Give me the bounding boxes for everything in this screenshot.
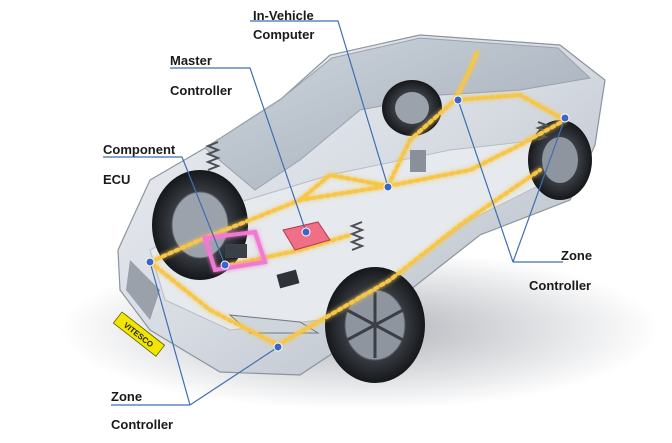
spring-front-right bbox=[349, 221, 365, 251]
label-in-vehicle-computer-line1: In-Vehicle bbox=[253, 8, 314, 23]
label-master-controller: Master Controller bbox=[170, 54, 232, 97]
wheel-front-right bbox=[325, 267, 425, 383]
node-zone-rear-left bbox=[453, 95, 463, 105]
leader-master-controller bbox=[170, 67, 307, 233]
label-in-vehicle-computer: In-Vehicle Computer bbox=[253, 9, 314, 41]
windshield-roof-glass bbox=[204, 37, 592, 191]
label-zone-controller-left-line1: Zone bbox=[111, 389, 143, 404]
node-master-controller bbox=[301, 227, 311, 237]
network-line-right bbox=[276, 168, 542, 347]
label-component-ecu: Component ECU bbox=[103, 143, 175, 186]
wheel-rear-left bbox=[382, 80, 442, 136]
network-line-ecu bbox=[228, 233, 352, 267]
label-component-ecu-line2: ECU bbox=[103, 172, 131, 187]
component-ecu-module bbox=[202, 229, 268, 273]
label-zone-controller-right-line2: Controller bbox=[529, 278, 592, 293]
node-in-vehicle-computer bbox=[383, 182, 393, 192]
leader-component-ecu bbox=[103, 156, 226, 266]
leader-zone-left-a bbox=[149, 261, 191, 406]
node-component-ecu bbox=[220, 260, 230, 270]
leader-zone-right-a bbox=[457, 99, 514, 263]
leader-lines bbox=[103, 20, 566, 406]
grille bbox=[126, 260, 160, 320]
battery-module bbox=[276, 269, 300, 289]
network-line-roof bbox=[453, 48, 480, 102]
leader-zone-right-b bbox=[512, 117, 566, 263]
leader-in-vehicle-computer bbox=[250, 20, 389, 188]
label-in-vehicle-computer-line2: Computer bbox=[253, 27, 315, 42]
leader-zone-left-b bbox=[189, 346, 279, 406]
label-zone-controller-left-line2: Controller bbox=[111, 417, 174, 432]
label-zone-controller-right-line1: Zone bbox=[561, 248, 593, 263]
label-zone-controller-right-line2-wrap: Controller bbox=[529, 279, 591, 292]
network-line-center bbox=[298, 172, 390, 202]
in-vehicle-computer-module bbox=[410, 150, 426, 172]
node-zone-front-right bbox=[273, 342, 283, 352]
label-zone-controller-right-line1-wrap: Zone bbox=[561, 249, 592, 262]
label-component-ecu-line1: Component bbox=[103, 142, 176, 157]
node-zone-rear-right bbox=[560, 113, 570, 123]
label-master-controller-line1: Master bbox=[170, 53, 212, 68]
label-zone-controller-left: Zone Controller bbox=[111, 390, 173, 431]
node-dots bbox=[145, 95, 570, 352]
node-zone-front-left bbox=[145, 257, 155, 267]
network-line-front bbox=[148, 260, 280, 347]
spring-front-left bbox=[205, 141, 221, 171]
wheel-rear-right bbox=[528, 120, 592, 200]
label-master-controller-line2: Controller bbox=[170, 83, 233, 98]
